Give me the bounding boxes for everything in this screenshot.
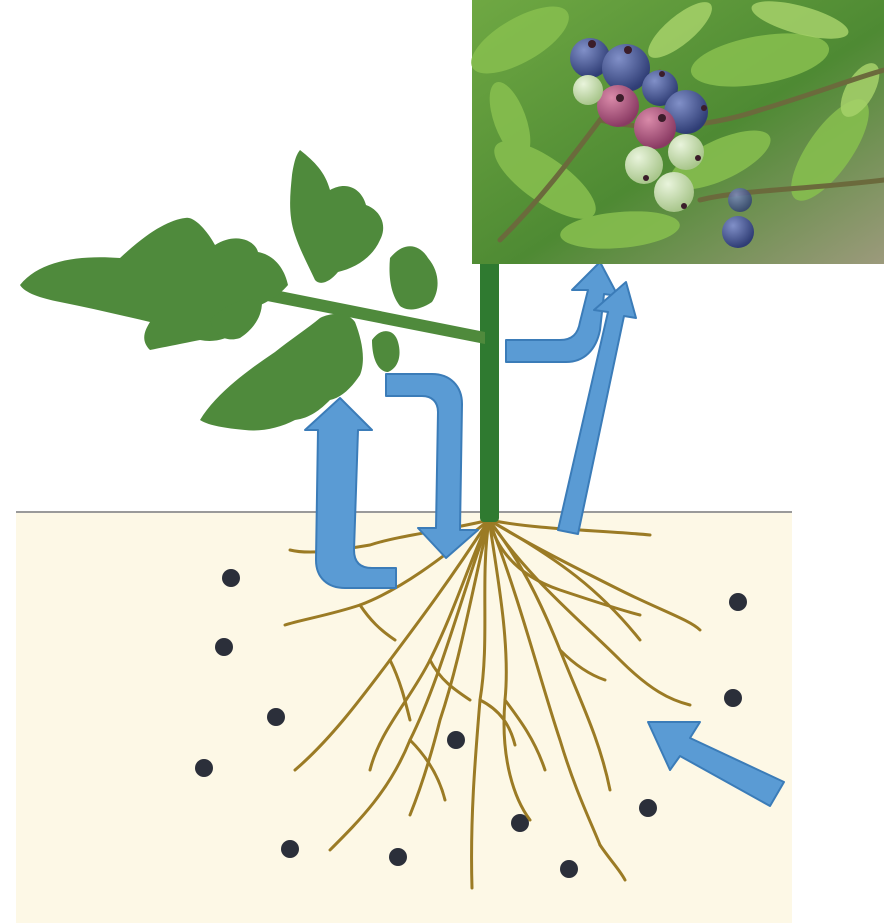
leaf (389, 246, 437, 309)
nutrient-dot (215, 638, 233, 656)
nutrient-dot (389, 848, 407, 866)
blueberry-bush-photo (461, 0, 884, 264)
plant-stem (480, 250, 499, 522)
leaf (372, 331, 400, 372)
leaf-cluster (20, 150, 438, 431)
nutrient-dot (729, 593, 747, 611)
nutrient-dot (724, 689, 742, 707)
leaf (290, 150, 383, 283)
leaf-stalk (262, 288, 485, 344)
nutrient-dot (281, 840, 299, 858)
nutrient-dot (222, 569, 240, 587)
nutrient-dot (447, 731, 465, 749)
nutrient-dot (639, 799, 657, 817)
nutrient-dot (560, 860, 578, 878)
nutrient-dot (267, 708, 285, 726)
nutrient-dot (195, 759, 213, 777)
